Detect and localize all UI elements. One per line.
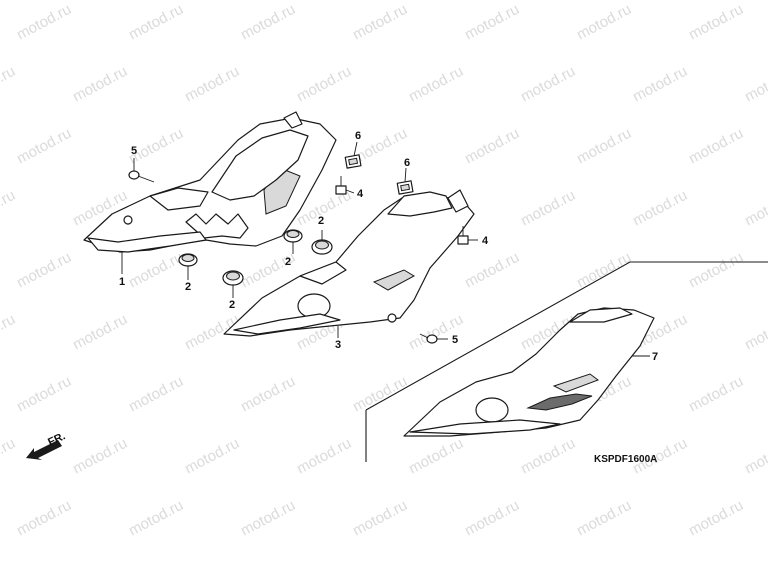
part-2-grommet-a xyxy=(178,253,198,267)
part-1-inner-cover xyxy=(83,111,337,253)
callout-4-a: 4 xyxy=(357,188,364,200)
watermark-text: motod.ru xyxy=(350,373,410,416)
callout-5-b: 5 xyxy=(452,334,458,346)
watermark-text: motod.ru xyxy=(126,373,186,416)
part-6-clip-a xyxy=(344,154,362,169)
watermark-text: motod.ru xyxy=(518,63,578,106)
watermark-text: motod.ru xyxy=(686,249,746,292)
watermark-text: motod.ru xyxy=(14,249,74,292)
callout-2-a: 2 xyxy=(185,281,191,293)
watermark-text: motod.ru xyxy=(462,249,522,292)
part-2-grommet-d xyxy=(311,239,333,255)
watermark-text: motod.ru xyxy=(182,63,242,106)
watermark-text: motod.ru xyxy=(630,63,690,106)
watermark-text: motod.ru xyxy=(0,187,18,230)
part-5-bolt-b xyxy=(419,333,438,344)
callout-6-b: 6 xyxy=(404,157,410,169)
watermark-text: motod.ru xyxy=(686,1,746,44)
part-7-frame-line xyxy=(365,261,768,411)
watermark-text: motod.ru xyxy=(574,249,634,292)
watermark-text: motod.ru xyxy=(462,125,522,168)
watermark-text: motod.ru xyxy=(70,311,130,354)
callout-1: 1 xyxy=(119,276,125,288)
watermark-text: motod.ru xyxy=(0,63,18,106)
watermark-text: motod.ru xyxy=(350,1,410,44)
watermark-text: motod.ru xyxy=(574,497,634,540)
watermark-text: motod.ru xyxy=(294,435,354,478)
part-4-screw-a xyxy=(335,176,347,195)
watermark-text: motod.ru xyxy=(14,373,74,416)
watermark-text: motod.ru xyxy=(238,373,298,416)
watermark-text: motod.ru xyxy=(742,311,768,354)
watermark-text: motod.ru xyxy=(742,63,768,106)
callout-7: 7 xyxy=(652,351,658,363)
watermark-text: motod.ru xyxy=(126,1,186,44)
front-direction-label: FR. xyxy=(46,430,67,448)
callout-leaders xyxy=(121,141,650,357)
watermark-text: motod.ru xyxy=(406,63,466,106)
front-direction-arrow-icon: FR. xyxy=(26,430,67,460)
watermark-text: motod.ru xyxy=(70,435,130,478)
watermark-text: motod.ru xyxy=(742,435,768,478)
watermark-text: motod.ru xyxy=(14,497,74,540)
callout-5-a: 5 xyxy=(131,145,137,157)
watermark-text: motod.ru xyxy=(686,125,746,168)
watermark-text: motod.ru xyxy=(686,497,746,540)
part-7-side-cover xyxy=(403,307,655,437)
callout-2-d: 2 xyxy=(318,215,324,227)
watermark-text: motod.ru xyxy=(0,435,18,478)
callout-3: 3 xyxy=(335,339,341,351)
watermark-text: motod.ru xyxy=(574,125,634,168)
watermark-text: motod.ru xyxy=(238,497,298,540)
watermark-text: motod.ru xyxy=(686,373,746,416)
watermark-text: motod.ru xyxy=(70,63,130,106)
watermark-text: motod.ru xyxy=(406,311,466,354)
callout-4-b: 4 xyxy=(482,235,489,247)
watermark-text: motod.ru xyxy=(238,1,298,44)
callout-6-a: 6 xyxy=(355,130,361,142)
watermark-text: motod.ru xyxy=(518,435,578,478)
part-3-side-cover xyxy=(223,189,475,337)
watermark-text: motod.ru xyxy=(462,497,522,540)
watermark-text: motod.ru xyxy=(742,187,768,230)
watermark-text: motod.ru xyxy=(126,249,186,292)
watermark-text: motod.ru xyxy=(0,311,18,354)
part-5-bolt-a xyxy=(128,170,155,183)
diagram-code: KSPDF1600A xyxy=(594,454,657,465)
watermark-text: motod.ru xyxy=(14,125,74,168)
part-2-grommet-c xyxy=(283,229,303,243)
watermark-text: motod.ru xyxy=(126,497,186,540)
watermark-text: motod.ru xyxy=(14,1,74,44)
watermark-text: motod.ru xyxy=(182,435,242,478)
part-2-grommet-b xyxy=(222,270,244,286)
watermark-text: motod.ru xyxy=(406,435,466,478)
callout-2-b: 2 xyxy=(229,299,235,311)
part-6-clip-b xyxy=(396,180,414,195)
watermark-text: motod.ru xyxy=(574,1,634,44)
watermark-text: motod.ru xyxy=(350,497,410,540)
watermark-text: motod.ru xyxy=(630,187,690,230)
callout-2-c: 2 xyxy=(285,256,291,268)
watermark-text: motod.ru xyxy=(518,187,578,230)
watermark-text: motod.ru xyxy=(462,1,522,44)
watermark-text: motod.ru xyxy=(294,63,354,106)
